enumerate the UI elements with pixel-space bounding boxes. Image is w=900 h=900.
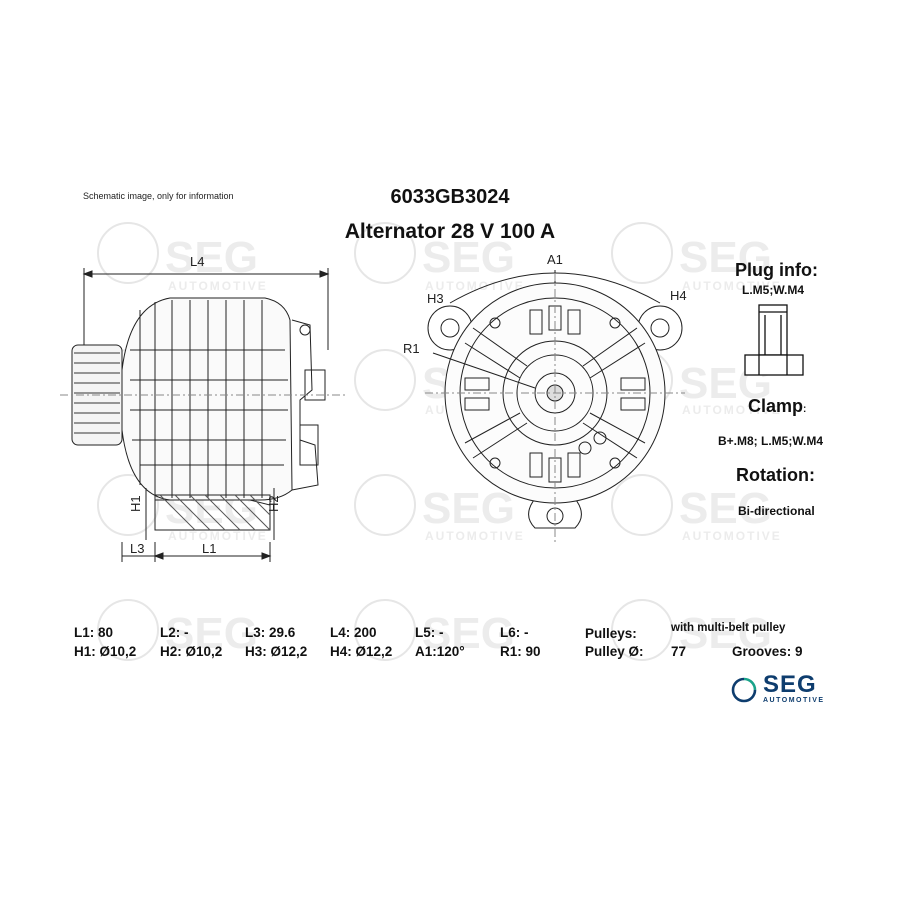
svg-text:SEG: SEG xyxy=(422,609,515,658)
seg-logo-icon xyxy=(731,677,757,703)
plug-info-label: Plug info: xyxy=(735,260,818,280)
dim-label-H4: H4 xyxy=(670,288,687,303)
svg-text:SEG: SEG xyxy=(422,233,515,282)
pulleys-label: Pulleys: xyxy=(585,626,637,641)
rotation-label: Rotation: xyxy=(736,465,815,485)
dim-label-L3: L3 xyxy=(130,541,144,556)
dim-label-H1: H1 xyxy=(128,495,143,512)
spec-H4: H4: Ø12,2 xyxy=(330,644,393,659)
pulley-diameter-label: Pulley Ø: xyxy=(585,644,644,659)
svg-text:SEG: SEG xyxy=(422,484,515,533)
pulley-diameter-value: 77 xyxy=(671,644,687,659)
spec-L4: L4: 200 xyxy=(330,625,377,640)
dim-label-L4: L4 xyxy=(190,254,204,269)
spec-L2: L2: - xyxy=(160,625,189,640)
spec-H2: H2: Ø10,2 xyxy=(160,644,223,659)
clamp-value: B+.M8; L.M5;W.M4 xyxy=(718,434,824,448)
svg-text:AUTOMOTIVE: AUTOMOTIVE xyxy=(682,403,782,417)
spec-L1: L1: 80 xyxy=(74,625,114,640)
disclaimer-text: Schematic image, only for information xyxy=(83,191,234,201)
svg-text:AUTOMOTIVE: AUTOMOTIVE xyxy=(682,279,782,293)
svg-text:SEG: SEG xyxy=(679,233,772,282)
svg-text:SEG: SEG xyxy=(679,609,772,658)
svg-text:AUTOMOTIVE: AUTOMOTIVE xyxy=(425,529,525,543)
svg-text:AUTOMOTIVE: AUTOMOTIVE xyxy=(682,529,782,543)
seg-logo-sub: AUTOMOTIVE xyxy=(763,697,825,704)
svg-text:AUTOMOTIVE: AUTOMOTIVE xyxy=(168,279,268,293)
side-view-drawing: L4 H1 H2 L3 L1 xyxy=(60,254,345,562)
svg-text:AUTOMOTIVE: AUTOMOTIVE xyxy=(168,529,268,543)
dim-label-H2: H2 xyxy=(266,495,281,512)
rotation-value: Bi-directional xyxy=(738,504,815,518)
dim-label-H3: H3 xyxy=(427,291,444,306)
clamp-label: Clamp: xyxy=(748,396,806,417)
plug-info-value: L.M5;W.M4 xyxy=(742,283,804,297)
spec-H1: H1: Ø10,2 xyxy=(74,644,137,659)
clamp-colon: : xyxy=(803,404,807,415)
plug-connector-icon xyxy=(744,304,804,376)
spec-A1: A1:120° xyxy=(415,644,465,659)
pulleys-value: with multi-belt pulley xyxy=(671,622,786,634)
dim-label-L1: L1 xyxy=(202,541,216,556)
spec-H3: H3: Ø12,2 xyxy=(245,644,308,659)
spec-L5: L5: - xyxy=(415,625,444,640)
grooves-value: Grooves: 9 xyxy=(732,644,803,659)
svg-text:AUTOMOTIVE: AUTOMOTIVE xyxy=(425,279,525,293)
spec-L6: L6: - xyxy=(500,625,529,640)
product-title: Alternator 28 V 100 A xyxy=(344,220,556,243)
dim-label-A1: A1 xyxy=(547,252,563,267)
clamp-label-text: Clamp xyxy=(748,396,804,416)
part-number: 6033GB3024 xyxy=(390,186,510,208)
dim-label-R1: R1 xyxy=(403,341,420,356)
spec-L3: L3: 29.6 xyxy=(245,625,296,640)
spec-R1: R1: 90 xyxy=(500,644,541,659)
svg-text:SEG: SEG xyxy=(679,484,772,533)
seg-logo-text: SEG xyxy=(763,671,817,698)
front-view-drawing: A1 H3 H4 R1 xyxy=(403,252,687,543)
svg-text:SEG: SEG xyxy=(165,609,258,658)
